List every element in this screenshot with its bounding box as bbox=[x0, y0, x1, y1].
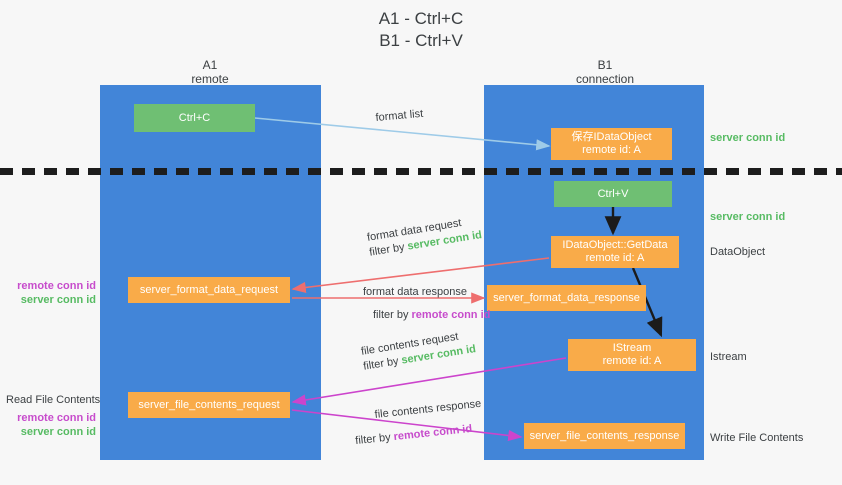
node-server-format-data-response[interactable]: server_format_data_response bbox=[487, 285, 646, 311]
annotation-conn-ids-upper: remote conn id server conn id bbox=[8, 279, 96, 307]
annotation-server-conn-id: server conn id bbox=[20, 426, 96, 438]
annotation-remote-conn-id: remote conn id bbox=[17, 412, 96, 424]
edge-label-file-contents-response: file contents response filter by remote … bbox=[355, 397, 485, 447]
annotation-remote-conn-id: remote conn id bbox=[17, 280, 96, 292]
node-server-format-data-response-label: server_format_data_response bbox=[493, 291, 640, 304]
edge-label-format-data-request: format data request filter by server con… bbox=[366, 213, 483, 260]
annotation-dataobject: DataObject bbox=[710, 246, 766, 258]
edge-label-file-contents-response-filter: filter by remote conn id bbox=[355, 421, 485, 449]
filter-prefix: filter by bbox=[373, 309, 412, 321]
column-b1-sub: connection bbox=[575, 72, 635, 86]
node-server-file-contents-response[interactable]: server_file_contents_response bbox=[524, 423, 685, 449]
node-istream[interactable]: IStream remote id: A bbox=[568, 339, 696, 371]
edge-label-file-contents-response-text: file contents response bbox=[374, 397, 482, 421]
node-server-file-contents-request[interactable]: server_file_contents_request bbox=[128, 392, 290, 418]
edge-label-format-data-response: format data response filter by remote co… bbox=[363, 285, 490, 323]
edge-label-format-data-response-text: format data response bbox=[363, 286, 467, 298]
node-ctrl-v-label: Ctrl+V bbox=[597, 187, 629, 200]
column-header-b1: B1 connection bbox=[520, 58, 690, 86]
node-idataobject-getdata-label: IDataObject::GetData bbox=[562, 239, 668, 251]
node-server-format-data-request[interactable]: server_format_data_request bbox=[128, 277, 290, 303]
annotation-server-conn-id: server conn id bbox=[20, 294, 96, 306]
edge-label-format-data-response-filter: filter by remote conn id bbox=[373, 308, 490, 323]
page-title: A1 - Ctrl+C B1 - Ctrl+V bbox=[0, 8, 842, 52]
edge-label-format-list: format list bbox=[375, 107, 424, 126]
column-a1-sub: remote bbox=[191, 72, 229, 86]
node-save-idataobject[interactable]: 保存IDataObject remote id: A bbox=[551, 128, 672, 160]
node-server-format-data-request-label: server_format_data_request bbox=[139, 283, 279, 296]
node-save-idataobject-label: 保存IDataObject bbox=[571, 131, 652, 143]
node-istream-remote-id: remote id: A bbox=[602, 355, 662, 367]
node-ctrl-v[interactable]: Ctrl+V bbox=[554, 181, 672, 207]
node-save-idataobject-remote-id: remote id: A bbox=[582, 144, 641, 156]
phase-divider bbox=[0, 168, 842, 175]
node-idataobject-getdata[interactable]: IDataObject::GetData remote id: A bbox=[551, 236, 679, 268]
annotation-server-conn-id-top: server conn id bbox=[710, 132, 786, 144]
node-istream-label: IStream bbox=[612, 342, 652, 354]
column-header-a1: A1 remote bbox=[130, 58, 290, 86]
column-b1-name: B1 bbox=[597, 58, 613, 72]
title-line-1: A1 - Ctrl+C bbox=[378, 9, 464, 28]
node-ctrl-c[interactable]: Ctrl+C bbox=[134, 104, 255, 132]
column-a1-name: A1 bbox=[202, 58, 218, 72]
node-ctrl-c-label: Ctrl+C bbox=[178, 111, 211, 124]
annotation-write-file-contents: Write File Contents bbox=[710, 432, 804, 444]
node-server-file-contents-request-label: server_file_contents_request bbox=[138, 398, 280, 411]
filter-prefix: filter by bbox=[354, 431, 395, 448]
title-line-2: B1 - Ctrl+V bbox=[379, 31, 463, 50]
annotation-server-conn-id-mid: server conn id bbox=[710, 211, 786, 223]
node-server-file-contents-response-label: server_file_contents_response bbox=[529, 429, 680, 442]
node-idataobject-getdata-remote-id: remote id: A bbox=[585, 252, 645, 264]
annotation-istream: Istream bbox=[710, 351, 747, 363]
filter-value-remote-conn-id: remote conn id bbox=[393, 422, 473, 444]
annotation-read-file-contents: Read File Contents bbox=[6, 394, 101, 406]
filter-value-remote-conn-id: remote conn id bbox=[411, 309, 491, 321]
edge-label-format-list-text: format list bbox=[375, 107, 424, 124]
annotation-conn-ids-lower: remote conn id server conn id bbox=[8, 411, 96, 439]
edge-label-file-contents-request: file contents request filter by server c… bbox=[360, 327, 477, 374]
